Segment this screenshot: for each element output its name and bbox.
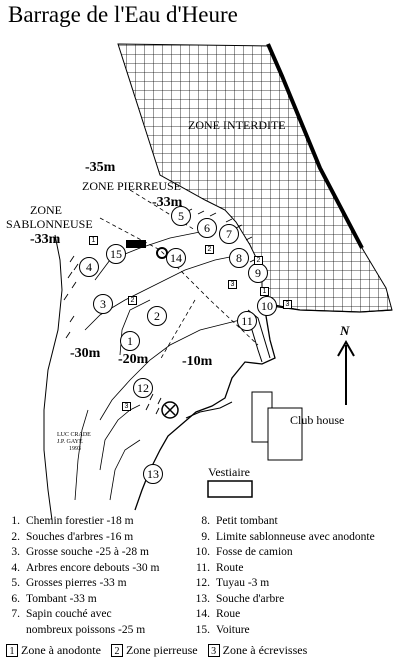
vestiaire-label: Vestiaire	[208, 465, 250, 479]
marker-7: 7	[219, 224, 239, 244]
legend-item: 13.Souche d'arbre	[195, 592, 285, 605]
marker-6: 6	[197, 218, 217, 238]
car-shape	[126, 240, 146, 248]
map-title: Barrage de l'Eau d'Heure	[8, 2, 238, 27]
club-house-annex	[267, 407, 303, 461]
legend-item: 10.Fosse de camion	[195, 546, 293, 558]
legend-item: nombreux poissons -25 m	[26, 623, 146, 636]
marker-9: 9	[248, 263, 268, 283]
legend-item: 2.Souches d'arbres -16 m	[11, 530, 134, 543]
legend-item: 15.Voiture	[195, 623, 250, 636]
marker-2: 2	[147, 306, 167, 326]
zone-pierreuse-label: ZONE PIERREUSE	[82, 179, 181, 193]
contour-8	[74, 409, 89, 501]
dam-wall	[266, 43, 364, 249]
legend-left: 1.Chemin forestier -18 m 2.Souches d'arb…	[0, 514, 160, 638]
legend-item: 9.Limite sablonneuse avec anodonte	[201, 530, 375, 543]
legend-item: 7.Sapin couché avec	[11, 608, 112, 620]
legend-item: 8.Petit tombant	[201, 515, 278, 527]
zone-marker: 3	[122, 402, 131, 411]
marker-3: 3	[93, 294, 113, 314]
depth-label: -35m	[85, 160, 116, 175]
zone-interdite-label: ZONE INTERDITE	[188, 118, 286, 132]
zone-marker: 2	[128, 296, 137, 305]
zone-marker: 3	[228, 280, 237, 289]
marker-4: 4	[79, 257, 99, 277]
contour-2	[99, 319, 241, 421]
depth-label: -20m	[118, 352, 149, 367]
zone-sablonneuse-label: ZONE	[30, 203, 62, 217]
zone-marker: 1	[89, 236, 98, 245]
contour-6	[99, 404, 141, 471]
marker-10: 10	[257, 296, 277, 316]
legend-item: 1.Chemin forestier -18 m	[11, 515, 134, 527]
marker-5: 5	[171, 206, 191, 226]
marker-12: 12	[133, 378, 153, 398]
legend-item: 6.Tombant -33 m	[11, 592, 97, 605]
legend-item: 5.Grosses pierres -33 m	[11, 577, 127, 589]
contour-1	[43, 234, 63, 521]
author-signature: LUC CRADE J.P. GAYE 1993	[57, 432, 91, 452]
depth-label: -33m	[152, 195, 183, 210]
depth-label: -30m	[70, 346, 101, 361]
legend-item: 12.Tuyau -3 m	[195, 577, 270, 589]
marker-13: 13	[143, 464, 163, 484]
depth-label: -10m	[182, 354, 213, 369]
marker-15: 15	[106, 244, 126, 264]
marker-8: 8	[229, 248, 249, 268]
marker-1: 1	[120, 331, 140, 351]
legend-item: 3.Grosse souche -25 à -28 m	[11, 546, 149, 558]
north-arrow	[337, 339, 355, 405]
zone-marker: 3	[283, 300, 292, 309]
depth-label: -33m	[30, 232, 61, 247]
zone-marker: 2	[254, 256, 263, 265]
club-house-label: Club house	[290, 413, 345, 427]
legend-right: 8.Petit tombant 9.Limite sablonneuse ave…	[190, 514, 375, 638]
zone-sablonneuse-label: SABLONNEUSE	[6, 217, 93, 231]
contour-7	[109, 439, 141, 501]
legend-item: 14.Roue	[195, 608, 241, 620]
zone-marker: 1	[260, 287, 269, 296]
zone-marker: 2	[205, 245, 214, 254]
marker-11: 11	[237, 311, 257, 331]
north-label: N	[340, 323, 350, 338]
vestiaire-building	[207, 480, 253, 498]
legend-item: 4.Arbres encore debouts -30 m	[11, 561, 160, 574]
legend-item: 11.Route	[196, 561, 244, 574]
contour-3	[84, 254, 241, 331]
marker-14: 14	[166, 248, 186, 268]
